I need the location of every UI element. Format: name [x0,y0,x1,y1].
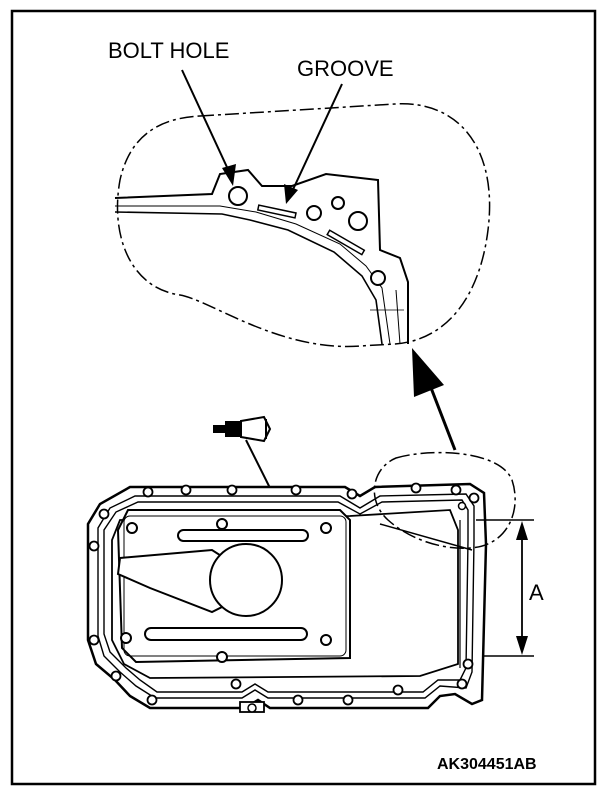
oil-pan [86,482,488,713]
pan-hole [320,522,332,534]
groove-label: GROOVE [297,56,394,81]
detail-pan-wall [114,168,409,344]
bolt-hole-arrowhead [222,164,236,186]
flange-bolt-hole [392,684,404,696]
detail-hole [348,211,368,231]
groove-leader [289,83,343,197]
pan-pickup-bowl [209,543,283,617]
detail-bolt-hole [228,186,248,206]
flange-bolt-hole [450,484,462,496]
flange-bolt-hole [346,488,358,500]
detail-inset [114,103,491,348]
pan-sump-inner [123,515,347,657]
flange-bolt-hole [410,482,422,494]
flange-bolt-hole [457,501,467,511]
flange-bolt-hole [142,486,154,498]
pan-detail-region [373,451,516,549]
sealant-tube-icon [213,415,272,443]
detail-outline [116,103,491,348]
detail-inner-edge [114,211,383,345]
flange-bolt-hole [88,634,100,646]
pan-slot [144,627,308,641]
flange-bolt-hole [146,694,158,706]
groove-arrowhead [284,184,298,204]
detail-wall-line [395,289,401,345]
flange-bolt-hole [456,678,468,690]
flange-bolt-hole [292,694,304,706]
flange-bolt-hole [342,694,354,706]
flange-bolt-hole [468,492,480,504]
detail-hole [370,270,386,286]
drain-plug [239,701,265,713]
pan-slot [177,529,309,542]
bolt-hole-leader [181,69,233,179]
flange-bolt-hole [98,508,110,520]
flange-bolt-hole [230,678,242,690]
sealant-leader [245,439,273,493]
detail-groove [326,229,366,256]
bolt-hole-label: BOLT HOLE [108,38,230,63]
pan-sealant-line-inner [103,499,469,693]
flange-bolt-hole [110,670,122,682]
flange-bolt-hole [290,484,302,496]
dimension-a-label: A [529,580,544,605]
pan-hole [216,518,228,530]
flange-bolt-hole [226,484,238,496]
flange-bolt-hole [462,658,474,670]
detail-pointer-shaft [426,379,457,451]
detail-hole [306,205,322,221]
figure-code-label: AK304451AB [437,756,537,773]
pan-hole [126,522,138,534]
pan-hole [120,632,132,644]
dimension-a [476,519,534,657]
detail-groove [256,204,297,219]
detail-hole [331,196,345,210]
detail-pointer-arrowhead [412,348,444,397]
pan-hole [216,651,228,663]
figure-border [10,9,597,786]
pan-ridge [379,523,473,551]
flange-bolt-hole [88,540,100,552]
flange-bolt-hole [180,484,192,496]
pan-hole [320,634,332,646]
